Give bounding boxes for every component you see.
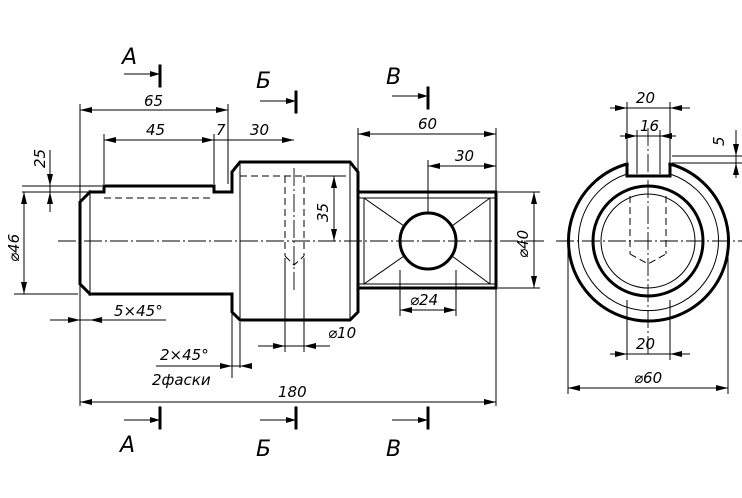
section-dimension-lines	[567, 102, 742, 394]
dim-25: 25	[31, 149, 49, 168]
dim-diameter-10: ⌀10	[328, 324, 356, 342]
dim-60: 60	[418, 115, 437, 133]
dim-45: 45	[146, 121, 165, 139]
dim-keyway-5: 5	[710, 136, 728, 146]
shaft-outline	[78, 160, 498, 322]
dim-diameter-60: ⌀60	[634, 369, 662, 387]
section-label-v-bottom: В	[386, 437, 401, 462]
section-markers	[124, 64, 430, 430]
dim-diameter-40: ⌀40	[514, 230, 532, 258]
dim-diameter-46: ⌀46	[5, 234, 23, 262]
section-label-a-top: A	[120, 45, 137, 70]
dim-keyway-16: 16	[640, 117, 659, 135]
dim-keyway-20-top: 20	[636, 89, 655, 107]
section-label-a-bottom: A	[118, 433, 135, 458]
dim-20-bottom: 20	[636, 335, 655, 353]
dim-30-right: 30	[455, 147, 474, 165]
section-view	[556, 128, 742, 356]
dim-7: 7	[216, 121, 226, 139]
dim-65: 65	[144, 92, 163, 110]
dim-chamfer-2x45: 2×45°	[160, 346, 209, 364]
section-label-b-bottom: Б	[256, 437, 271, 462]
dim-chamfer-5x45: 5×45°	[114, 302, 163, 320]
dim-180: 180	[278, 383, 307, 401]
dim-diameter-24: ⌀24	[410, 291, 438, 309]
dim-chamfer-note: 2фаски	[152, 371, 211, 389]
section-label-b-top: Б	[256, 69, 271, 94]
cross-hole-circle	[398, 211, 458, 271]
dimension-lines	[14, 104, 540, 406]
dim-30-left: 30	[250, 121, 269, 139]
section-label-v-top: В	[386, 65, 401, 90]
dim-35: 35	[314, 203, 332, 222]
